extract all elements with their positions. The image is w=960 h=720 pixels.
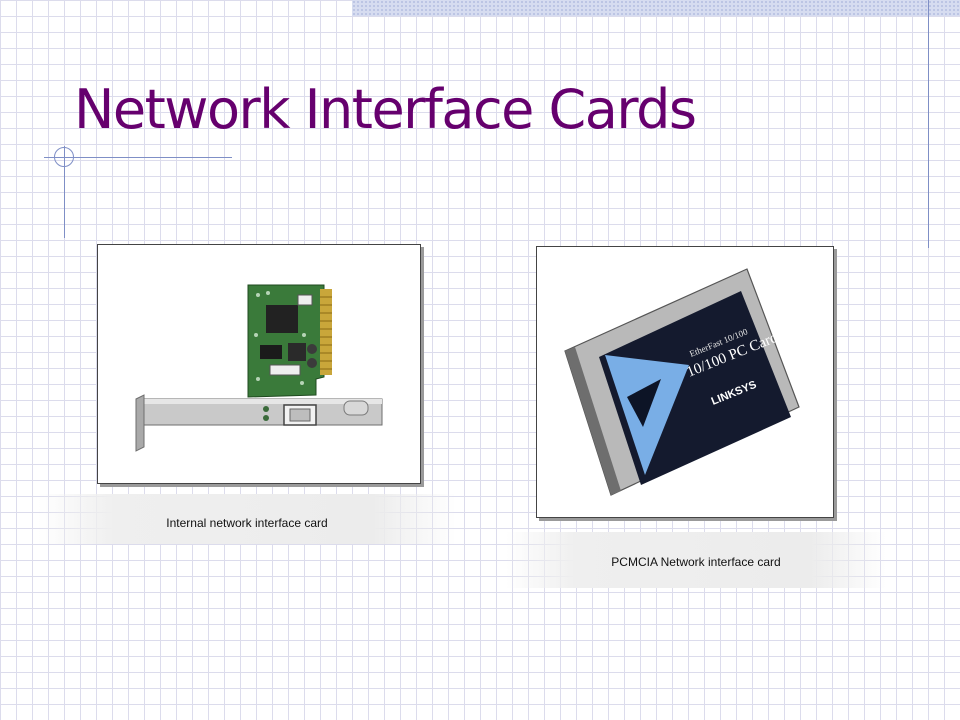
pcmcia-card-caption-band: PCMCIA Network interface card [506, 532, 886, 588]
title-crosshair-circle [54, 147, 74, 167]
internal-nic-image-frame [97, 244, 421, 484]
internal-nic-image [135, 284, 383, 452]
right-vertical-rule [928, 0, 929, 248]
slide-title: Network Interface Cards [74, 78, 697, 141]
internal-nic-caption-band: Internal network interface card [38, 494, 456, 544]
title-vertical-rule [64, 146, 65, 238]
internal-nic-caption: Internal network interface card [166, 516, 328, 530]
title-underline [44, 157, 232, 158]
top-decorative-band [352, 0, 960, 16]
pcmcia-card-caption: PCMCIA Network interface card [611, 555, 781, 569]
pcmcia-card-image-frame: EtherFast 10/100 10/100 PC Card LINKSYS [536, 246, 834, 518]
pcmcia-card-image: EtherFast 10/100 10/100 PC Card LINKSYS [564, 268, 800, 496]
